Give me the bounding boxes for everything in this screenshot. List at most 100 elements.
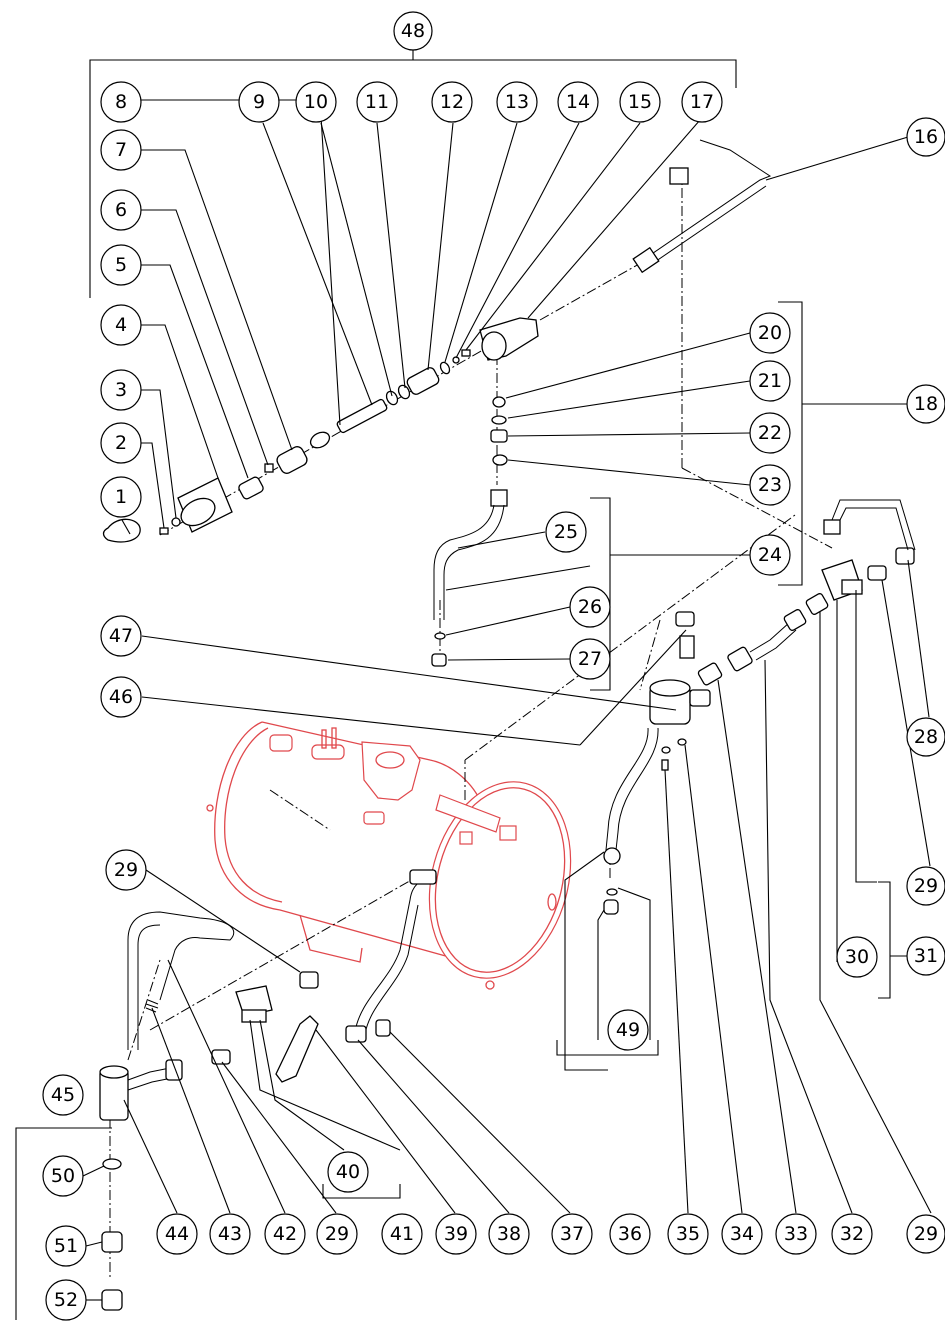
balloon-12-label: 12 — [440, 91, 464, 113]
assembly-axis-lines — [109, 170, 833, 1280]
balloon-11-label: 11 — [365, 91, 389, 113]
balloon: 24 — [749, 534, 791, 576]
balloon: 50 — [42, 1155, 84, 1197]
balloon: 29 — [906, 1214, 945, 1254]
balloon-17-label: 17 — [690, 91, 714, 113]
balloon: 29 — [316, 1213, 358, 1255]
balloon: 43 — [209, 1213, 251, 1255]
balloon: 22 — [749, 412, 791, 454]
balloon-5-label: 5 — [115, 254, 127, 276]
balloon: 41 — [381, 1213, 423, 1255]
balloon: 47 — [100, 615, 142, 657]
balloon: 45 — [42, 1074, 84, 1116]
balloon-23-label: 23 — [758, 474, 782, 496]
balloon-43-label: 43 — [218, 1223, 242, 1245]
balloon-10-label: 10 — [304, 91, 328, 113]
balloon: 25 — [545, 511, 587, 553]
balloon: 46 — [100, 676, 142, 718]
balloon-34-label: 34 — [730, 1223, 754, 1245]
balloon-29-label: 29 — [914, 1223, 938, 1245]
balloon: 20 — [749, 312, 791, 354]
balloon-42-label: 42 — [273, 1223, 297, 1245]
balloon: 32 — [831, 1213, 873, 1255]
balloon-30-label: 30 — [845, 946, 869, 968]
balloon: 23 — [749, 464, 791, 506]
balloon: 29 — [906, 866, 945, 906]
balloon: 29 — [105, 849, 147, 891]
leader-lines — [82, 99, 932, 1301]
balloon-45-label: 45 — [51, 1084, 75, 1106]
balloon-3-label: 3 — [115, 379, 127, 401]
balloon: 12 — [431, 81, 473, 123]
balloon-37-label: 37 — [560, 1223, 584, 1245]
balloon: 10 — [295, 81, 337, 123]
balloon-32-label: 32 — [840, 1223, 864, 1245]
balloon-18-label: 18 — [914, 393, 938, 415]
balloon: 38 — [488, 1213, 530, 1255]
balloon: 17 — [681, 81, 723, 123]
balloon-29-label: 29 — [325, 1223, 349, 1245]
balloon: 26 — [569, 586, 611, 628]
balloon: 4 — [100, 304, 142, 346]
balloon-1-label: 1 — [115, 486, 127, 508]
balloon-20-label: 20 — [758, 322, 782, 344]
balloon: 37 — [551, 1213, 593, 1255]
balloon-35-label: 35 — [676, 1223, 700, 1245]
balloon: 11 — [356, 81, 398, 123]
balloon: 40 — [327, 1151, 369, 1193]
balloon-9-label: 9 — [253, 91, 265, 113]
balloon-48-label: 48 — [401, 20, 425, 42]
balloon-38-label: 38 — [497, 1223, 521, 1245]
balloon-28-label: 28 — [914, 726, 938, 748]
balloon-50-label: 50 — [51, 1165, 75, 1187]
balloon-6-label: 6 — [115, 199, 127, 221]
balloon-44-label: 44 — [165, 1223, 189, 1245]
balloon: 30 — [836, 936, 878, 978]
balloon: 14 — [557, 81, 599, 123]
boiler-assembly — [206, 721, 572, 990]
balloon: 21 — [749, 360, 791, 402]
balloon-52-label: 52 — [54, 1289, 78, 1311]
balloon-15-label: 15 — [628, 91, 652, 113]
balloon: 36 — [609, 1213, 651, 1255]
balloon: 48 — [393, 11, 433, 51]
balloon-2-label: 2 — [115, 432, 127, 454]
balloon: 8 — [100, 81, 142, 123]
balloon-49-label: 49 — [616, 1019, 640, 1041]
balloon-14-label: 14 — [566, 91, 590, 113]
balloon: 9 — [238, 81, 280, 123]
balloon-46-label: 46 — [109, 686, 133, 708]
balloon-47-label: 47 — [109, 625, 133, 647]
balloon: 16 — [906, 117, 945, 157]
balloon-36-label: 36 — [618, 1223, 642, 1245]
balloon: 51 — [45, 1225, 87, 1267]
balloon-21-label: 21 — [758, 370, 782, 392]
balloon: 2 — [100, 422, 142, 464]
balloon: 33 — [775, 1213, 817, 1255]
balloon: 7 — [100, 129, 142, 171]
balloon-27-label: 27 — [578, 648, 602, 670]
balloon-29-label: 29 — [914, 875, 938, 897]
balloon-41-label: 41 — [390, 1223, 414, 1245]
assembly-brackets — [15, 47, 909, 1320]
balloon-13-label: 13 — [505, 91, 529, 113]
balloon: 13 — [496, 81, 538, 123]
balloon: 49 — [607, 1009, 649, 1051]
balloon-39-label: 39 — [444, 1223, 468, 1245]
balloon-26-label: 26 — [578, 596, 602, 618]
balloon: 31 — [906, 936, 945, 976]
balloon: 42 — [264, 1213, 306, 1255]
balloon-22-label: 22 — [758, 422, 782, 444]
balloon-24-label: 24 — [758, 544, 782, 566]
balloon: 39 — [435, 1213, 477, 1255]
balloon-7-label: 7 — [115, 139, 127, 161]
balloon: 28 — [906, 717, 945, 757]
balloon: 18 — [906, 384, 945, 424]
balloon: 15 — [619, 81, 661, 123]
balloon-51-label: 51 — [54, 1235, 78, 1257]
balloon: 35 — [667, 1213, 709, 1255]
balloon-40-label: 40 — [336, 1161, 360, 1183]
balloon: 1 — [100, 476, 142, 518]
balloon-4-label: 4 — [115, 314, 127, 336]
